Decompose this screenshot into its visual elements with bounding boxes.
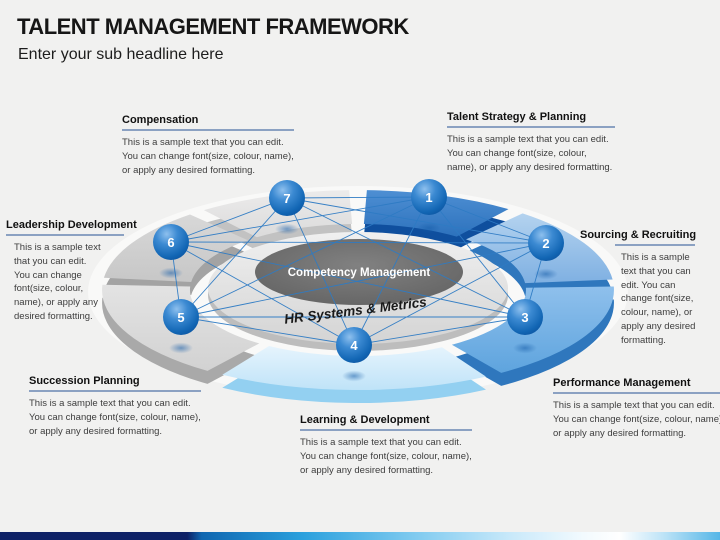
section-underline (6, 234, 124, 236)
section-body: This is a sample text that you can edit.… (14, 242, 101, 322)
section-underline (553, 392, 720, 394)
section-body: This is a sample text that you can edit.… (553, 400, 720, 439)
node-sphere-3: 3 (507, 299, 543, 335)
section-underline (447, 126, 615, 128)
section-succession-planning: Succession Planning This is a sample tex… (29, 375, 201, 438)
svg-text:1: 1 (425, 190, 432, 205)
center-label: Competency Management (288, 267, 431, 279)
section-body: This is a sample text that you can edit.… (300, 437, 472, 476)
connection-lines (170, 196, 547, 346)
section-body: This is a sample text that you can edit.… (29, 398, 201, 437)
section-underline (29, 390, 201, 392)
ring-segment-4 (222, 346, 487, 391)
svg-text:2: 2 (542, 236, 549, 251)
section-body: This is a sample text that you can edit.… (122, 137, 294, 176)
section-title: Succession Planning (29, 375, 140, 387)
section-underline (122, 129, 294, 131)
node-sphere-5: 5 (163, 299, 199, 335)
sphere-reflections (159, 222, 558, 382)
svg-text:7: 7 (283, 191, 290, 206)
section-learning-development: Learning & Development This is a sample … (300, 414, 472, 477)
section-title: Performance Management (553, 377, 691, 389)
section-title: Talent Strategy & Planning (447, 111, 587, 123)
node-sphere-2: 2 (528, 225, 564, 261)
section-compensation: Compensation This is a sample text that … (122, 114, 294, 177)
ring-segment-7 (203, 190, 353, 238)
section-title: Sourcing & Recruiting (580, 229, 697, 241)
svg-text:3: 3 (521, 310, 528, 325)
section-title: Compensation (122, 114, 199, 126)
node-sphere-1: 1 (411, 179, 447, 215)
node-sphere-4: 4 (336, 327, 372, 363)
svg-text:5: 5 (177, 310, 184, 325)
svg-text:6: 6 (167, 235, 174, 250)
section-body: This is a sample text that you can edit.… (447, 134, 613, 173)
section-title: Leadership Development (6, 219, 137, 231)
section-underline (615, 244, 695, 246)
node-sphere-7: 7 (269, 180, 305, 216)
slide-subtitle: Enter your sub headline here (18, 46, 224, 63)
bottom-accent-bar (0, 532, 720, 540)
section-title: Learning & Development (300, 414, 430, 426)
center-ellipse (255, 239, 463, 305)
section-body: This is a sample text that you can edit.… (621, 252, 696, 346)
section-leadership-development: Leadership Development This is a sample … (6, 219, 137, 324)
section-underline (300, 429, 472, 431)
section-performance-management: Performance Management This is a sample … (553, 377, 720, 440)
section-sourcing-recruiting: Sourcing & Recruiting This is a sample t… (580, 229, 705, 347)
node-spheres: 1 2 3 4 5 6 7 (153, 179, 564, 363)
node-sphere-6: 6 (153, 224, 189, 260)
slide-title: TALENT MANAGEMENT FRAMEWORK (17, 14, 409, 39)
svg-text:4: 4 (350, 338, 358, 353)
section-talent-strategy-planning: Talent Strategy & Planning This is a sam… (447, 111, 615, 174)
